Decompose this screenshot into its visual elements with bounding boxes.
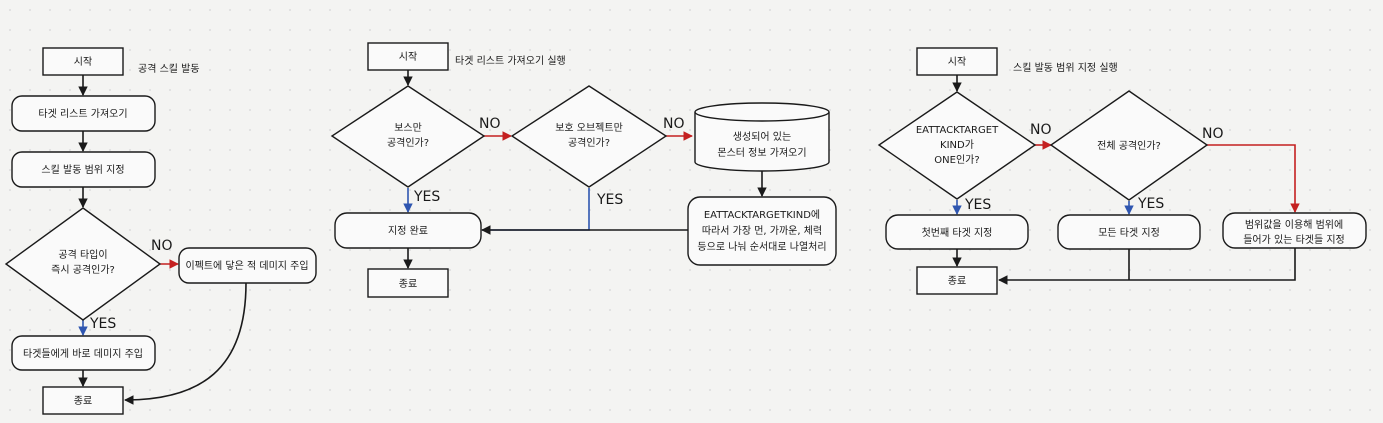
flow1-effect-damage-node[interactable]: [178, 247, 317, 284]
flow2-sort-line2: 따라서 가장 먼, 가까운, 체력: [702, 225, 822, 237]
flow2-start-note: 타겟 리스트 가져오기 실행: [455, 55, 566, 67]
flow1-direct-damage-node[interactable]: [11, 335, 156, 371]
flow3-start-note: 스킬 발동 범위 지정 실행: [1013, 61, 1118, 74]
flow1-effect-damage-label: 이펙트에 닿은 적 데미지 주입: [185, 259, 308, 272]
flow3-end-node[interactable]: [916, 266, 998, 295]
flow3-arrow-no2: [1207, 144, 1300, 213]
flow2-sort-line3: 등으로 나눠 순서대로 나열처리: [697, 241, 826, 253]
flow2-sort-node[interactable]: [687, 196, 837, 266]
flow2-start-node[interactable]: [367, 42, 449, 71]
flow3-start-label: 시작: [948, 56, 966, 68]
flow3-first-target-node[interactable]: [885, 214, 1029, 250]
flow1-arrow-effect-to-end: [124, 282, 247, 405]
flow2-arrow-yes2: [482, 188, 590, 231]
flow3-yes2-label: YES: [1137, 196, 1164, 212]
flow1-get-targets-label: 타겟 리스트 가져오기: [38, 108, 127, 120]
flow1-set-range-label: 스킬 발동 범위 지정: [41, 163, 124, 176]
flow3-end-label: 종료: [948, 275, 966, 287]
flow3-all-targets-label: 모든 타겟 지정: [1098, 227, 1160, 239]
flow2-protect-decision-line2: 공격인가?: [568, 136, 610, 149]
flow3-range-targets-line2: 들어가 있는 타겟들 지정: [1243, 234, 1345, 246]
flow3-range-targets-node[interactable]: [1222, 212, 1367, 249]
flow1-decision-line1: 공격 타입이: [58, 248, 107, 261]
flow2-boss-decision-node[interactable]: [330, 85, 486, 188]
flow2-boss-decision-line1: 보스만: [394, 122, 422, 134]
flow3-group: 시작 스킬 발동 범위 지정 실행 EATTACKTARGET KIND가 ON…: [877, 47, 1367, 295]
flow1-no-label: NO: [151, 238, 173, 254]
flow1-group: 시작 공격 스킬 발동 타겟 리스트 가져오기 스킬 발동 범위 지정 공격 타…: [4, 47, 317, 415]
flow2-protect-decision-node[interactable]: [510, 85, 668, 188]
flow2-group: 시작 타겟 리스트 가져오기 실행 보스만 공격인가? NO 보호 오브젝트만 …: [330, 42, 837, 298]
flow1-end-label: 종료: [74, 395, 92, 407]
flow3-yes1-label: YES: [964, 197, 991, 213]
flow3-kind-decision-line2: KIND가: [940, 139, 974, 151]
flow1-start-label: 시작: [74, 56, 92, 68]
flow3-no2-label: NO: [1202, 126, 1224, 142]
flow2-yes2-label: YES: [596, 192, 623, 208]
flow1-start-note: 공격 스킬 발동: [138, 62, 200, 75]
flow2-boss-decision-line2: 공격인가?: [387, 136, 429, 149]
flow1-decision-line2: 즉시 공격인가?: [51, 263, 115, 276]
flow3-all-decision-node[interactable]: [1049, 90, 1209, 201]
flow2-protect-decision-line1: 보호 오브젝트만: [555, 122, 623, 134]
flow1-end-node[interactable]: [42, 386, 124, 415]
flow2-end-label: 종료: [399, 278, 417, 290]
flow1-direct-damage-label: 타겟들에게 바로 데미지 주입: [23, 347, 143, 360]
flow3-kind-decision-line1: EATTACKTARGET: [916, 125, 999, 136]
flow2-end-node[interactable]: [367, 268, 449, 298]
flow2-no2-label: NO: [663, 116, 685, 132]
flow3-arrow-range-to-end: [998, 248, 1296, 285]
flow3-range-targets-line1: 범위값을 이용해 범위에: [1245, 218, 1343, 231]
flow3-kind-decision-node[interactable]: [877, 91, 1037, 200]
flow2-yes1-label: YES: [413, 189, 440, 205]
flow3-all-targets-node[interactable]: [1057, 214, 1201, 250]
flow2-monster-db-line1: 생성되어 있는: [733, 131, 791, 143]
flow1-decision-node[interactable]: [4, 207, 162, 321]
flow1-get-targets-node[interactable]: [11, 95, 156, 132]
flow2-start-label: 시작: [399, 51, 417, 63]
flow1-yes-label: YES: [89, 316, 116, 332]
flow3-first-target-label: 첫번째 타겟 지정: [922, 227, 993, 239]
flow3-start-node[interactable]: [916, 47, 998, 76]
flow3-all-decision-label: 전체 공격인가?: [1097, 139, 1161, 152]
flow2-monster-db-line2: 몬스터 정보 가져오기: [717, 147, 806, 159]
flow2-done-label: 지정 완료: [388, 225, 428, 237]
flow3-kind-decision-line3: ONE인가?: [934, 154, 979, 166]
flow3-no1-label: NO: [1030, 122, 1052, 138]
flow2-no1-label: NO: [479, 116, 501, 132]
flow2-monster-db-node[interactable]: [694, 102, 830, 172]
flow1-set-range-node[interactable]: [11, 151, 156, 188]
flow1-start-node[interactable]: [42, 47, 124, 76]
flow2-sort-line1: EATTACKTARGETKIND에: [704, 209, 820, 221]
flow2-done-node[interactable]: [334, 212, 482, 249]
